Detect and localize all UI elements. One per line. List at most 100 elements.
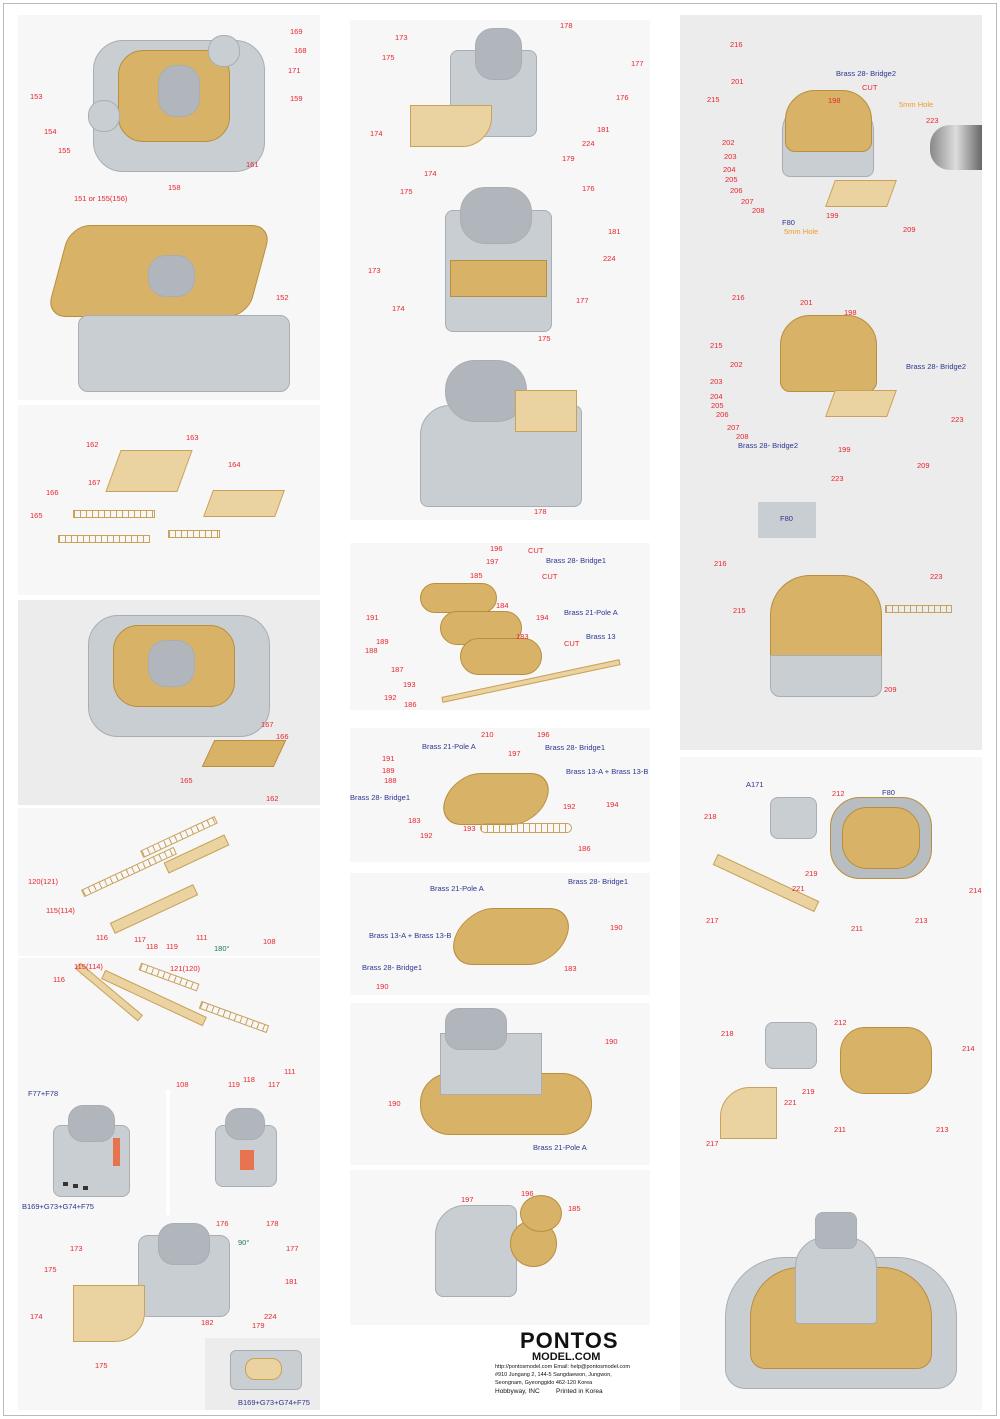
callout: 185 (470, 571, 483, 580)
callout: 194 (606, 800, 619, 809)
callout: 201 (800, 298, 813, 307)
callout: 117 (134, 935, 146, 944)
callout: 185 (568, 1204, 581, 1213)
callout: 168 (294, 46, 307, 55)
callout: 218 (721, 1029, 734, 1038)
callout: 217 (706, 1139, 719, 1148)
callout: CUT (542, 572, 558, 581)
callout: 211 (834, 1125, 846, 1134)
callout: F77+F78 (28, 1090, 59, 1098)
callout: CUT (528, 546, 544, 555)
callout: 197 (508, 749, 521, 758)
callout: 192 (563, 802, 576, 811)
callout: 178 (534, 507, 547, 516)
callout: 208 (736, 432, 749, 441)
callout: 209 (917, 461, 930, 470)
callout: 186 (578, 844, 591, 853)
callout: 108 (263, 937, 276, 946)
callout: 193 (463, 824, 476, 833)
callout: 158 (168, 183, 181, 192)
callout: 208 (752, 206, 765, 215)
callout: 183 (564, 964, 577, 973)
callout: 155 (58, 146, 71, 155)
callout: 223 (831, 474, 844, 483)
callout: 211 (851, 924, 863, 933)
callout: 183 (516, 632, 529, 641)
brass-callout: Brass 28- Bridge1 (546, 556, 607, 565)
brass-callout: Brass 21-Pole A (422, 742, 476, 751)
callout: 175 (382, 53, 395, 62)
step-panel-platform-assembled: Brass 21-Pole A Brass 28- Bridge1 190 Br… (350, 873, 650, 995)
callout: 216 (732, 293, 745, 302)
callout: 193 (403, 680, 416, 689)
callout: 218 (704, 812, 717, 821)
callout: 224 (582, 139, 595, 148)
callout: 179 (252, 1321, 265, 1330)
callout: 119 (166, 942, 178, 951)
callout: 196 (537, 730, 550, 739)
callout: 213 (915, 916, 928, 925)
step-panel-tower-finished: 178 (350, 345, 650, 520)
callout: 191 (382, 754, 395, 763)
step-panel-platform-detail: 210 196 Brass 21-Pole A 197 Brass 28- Br… (350, 728, 650, 862)
callout: 216 (730, 40, 743, 49)
callout: 223 (930, 572, 943, 581)
callout: 181 (597, 125, 610, 134)
callout: 159 (290, 94, 303, 103)
brass-callout: Brass 28- Bridge2 (836, 69, 897, 78)
callout: 190 (376, 982, 389, 991)
callout: F80 (882, 788, 895, 797)
brass-callout: Brass 13-A + Brass 13-B (566, 767, 649, 776)
step-panel-deck-install: 151 or 155(156) 152 (18, 195, 320, 400)
callout: 207 (727, 423, 740, 432)
callout: 178 (266, 1219, 279, 1228)
footer-printed: Printed in Korea (556, 1388, 603, 1395)
callout: 224 (264, 1312, 277, 1321)
callout: 165 (180, 776, 193, 785)
callout: 177 (286, 1244, 299, 1253)
brass-callout: Brass 21-Pole A (430, 884, 484, 893)
callout: 212 (832, 789, 845, 798)
callout: 162 (86, 440, 99, 449)
callout: 205 (711, 401, 724, 410)
brass-callout: Brass 21-Pole A (564, 608, 618, 617)
callout: 215 (707, 95, 720, 104)
callout: 174 (424, 169, 437, 178)
callout: 181 (608, 227, 621, 236)
callout: 217 (706, 916, 719, 925)
step-panel-tower-rails: 178 173 175 177 176 181 174 224 179 174 (350, 20, 650, 185)
callout: 187 (391, 665, 404, 674)
callout: 190 (610, 923, 623, 932)
step-panel-platform-on-tower: 190 190 Brass 21-Pole A (350, 1003, 650, 1165)
callout: 111 (196, 933, 208, 942)
callout: 116 (53, 975, 65, 984)
callout: 190 (605, 1037, 618, 1046)
callout: 121(120) (170, 964, 201, 973)
callout: 176 (216, 1219, 229, 1228)
callout: 165 (30, 511, 43, 520)
callout: 190 (388, 1099, 401, 1108)
hole-callout: 5mm Hole (899, 100, 934, 109)
inset-tower-base: B169+G73+G74+F75 (205, 1338, 320, 1410)
callout: 206 (730, 186, 743, 195)
callout: 173 (368, 266, 381, 275)
callout: 197 (461, 1195, 474, 1204)
step-panel-parts-162-167: 162 163 167 164 166 165 (18, 405, 320, 595)
callout: 175 (538, 334, 551, 343)
callout: 216 (714, 559, 727, 568)
hole-callout: 5mm Hole (784, 227, 819, 236)
callout: 212 (834, 1018, 847, 1027)
callout: CUT (862, 83, 878, 92)
callout: 175 (95, 1361, 108, 1370)
step-panel-ladders: 115(114) 121(120) 116 111 118 117 119 10… (18, 958, 320, 1090)
callout: 176 (582, 185, 595, 193)
callout: 206 (716, 410, 729, 419)
brass-callout: Brass 28- Bridge1 (350, 793, 411, 802)
callout: 214 (969, 886, 982, 895)
brass-callout: Brass 28- Bridge1 (545, 743, 606, 752)
callout: 188 (384, 776, 397, 785)
callout: 184 (496, 601, 509, 610)
callout: 215 (733, 606, 746, 615)
callout: 198 (828, 96, 841, 105)
callout: 199 (838, 445, 851, 454)
